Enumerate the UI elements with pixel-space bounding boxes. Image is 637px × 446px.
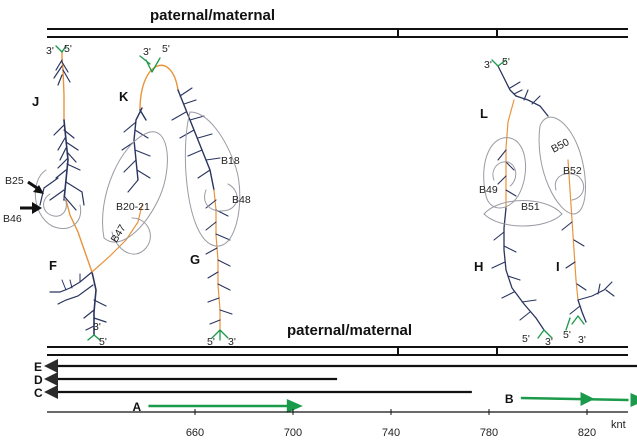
axis-tick-label: 700 xyxy=(284,427,302,439)
end-5-i: 5' xyxy=(563,329,571,341)
pointer-arrows xyxy=(20,180,44,214)
ann-b20-21: B20-21 xyxy=(116,201,150,213)
ann-b25: B25 xyxy=(5,175,24,187)
track-d-label: D xyxy=(34,373,43,387)
axis-unit-label: knt xyxy=(611,419,626,431)
ann-b50: B50 xyxy=(549,136,571,155)
label-j: J xyxy=(32,94,39,109)
orf-b-line xyxy=(520,396,629,402)
label-f: F xyxy=(49,258,57,273)
end-5-l: 5' xyxy=(502,56,510,68)
track-e-arrowhead xyxy=(44,359,58,373)
ann-b48: B48 xyxy=(232,194,251,206)
end-3-k: 3' xyxy=(143,46,151,58)
ann-b52: B52 xyxy=(563,165,582,177)
label-g: G xyxy=(190,252,200,267)
orf-b-arrowhead-1 xyxy=(580,392,595,406)
structure-kg xyxy=(91,55,241,341)
label-h: H xyxy=(474,259,483,274)
end-3-f: 3' xyxy=(93,321,101,333)
label-i: I xyxy=(556,259,560,274)
end-3-h: 3' xyxy=(545,336,553,348)
ann-b51: B51 xyxy=(521,201,540,213)
ann-b18: B18 xyxy=(221,155,240,167)
top-rule xyxy=(47,28,628,38)
structure-jf xyxy=(34,45,107,341)
orf-a-label: A xyxy=(132,400,141,414)
end-3-g: 3' xyxy=(228,336,236,348)
axis-tick-label: 740 xyxy=(382,427,400,439)
track-c-label: C xyxy=(34,386,43,400)
structure-lhi xyxy=(483,59,615,339)
orf-b-label: B xyxy=(505,392,514,406)
middle-rule xyxy=(47,346,628,356)
track-c-arrowhead xyxy=(44,385,58,399)
label-k: K xyxy=(119,89,129,104)
orf-b-arrowhead-2 xyxy=(630,393,637,407)
orf-arrows: AB xyxy=(132,392,637,414)
end-3-j: 3' xyxy=(46,45,54,57)
ann-b46: B46 xyxy=(3,213,22,225)
axis-tick-label: 780 xyxy=(480,427,498,439)
transcript-tracks: EDC xyxy=(34,359,637,400)
end-3-i: 3' xyxy=(578,334,586,346)
end-5-h: 5' xyxy=(522,333,530,345)
end-3-l: 3' xyxy=(484,59,492,71)
end-5-g: 5' xyxy=(207,336,215,348)
middle-label: paternal/maternal xyxy=(287,322,412,339)
header-label: paternal/maternal xyxy=(150,7,275,24)
knt-axis: 660 700 740 780 820 xyxy=(47,409,628,439)
axis-tick-label: 660 xyxy=(186,427,204,439)
ann-b49: B49 xyxy=(479,184,498,196)
orf-a-arrowhead xyxy=(286,399,303,413)
track-d-arrowhead xyxy=(44,372,58,386)
end-5-f: 5' xyxy=(99,336,107,348)
end-5-j: 5' xyxy=(64,43,72,55)
axis-tick-label: 820 xyxy=(578,427,596,439)
ann-b47: B47 xyxy=(109,222,129,244)
end-5-k: 5' xyxy=(162,43,170,55)
label-l: L xyxy=(480,106,488,121)
track-e-label: E xyxy=(34,360,42,374)
